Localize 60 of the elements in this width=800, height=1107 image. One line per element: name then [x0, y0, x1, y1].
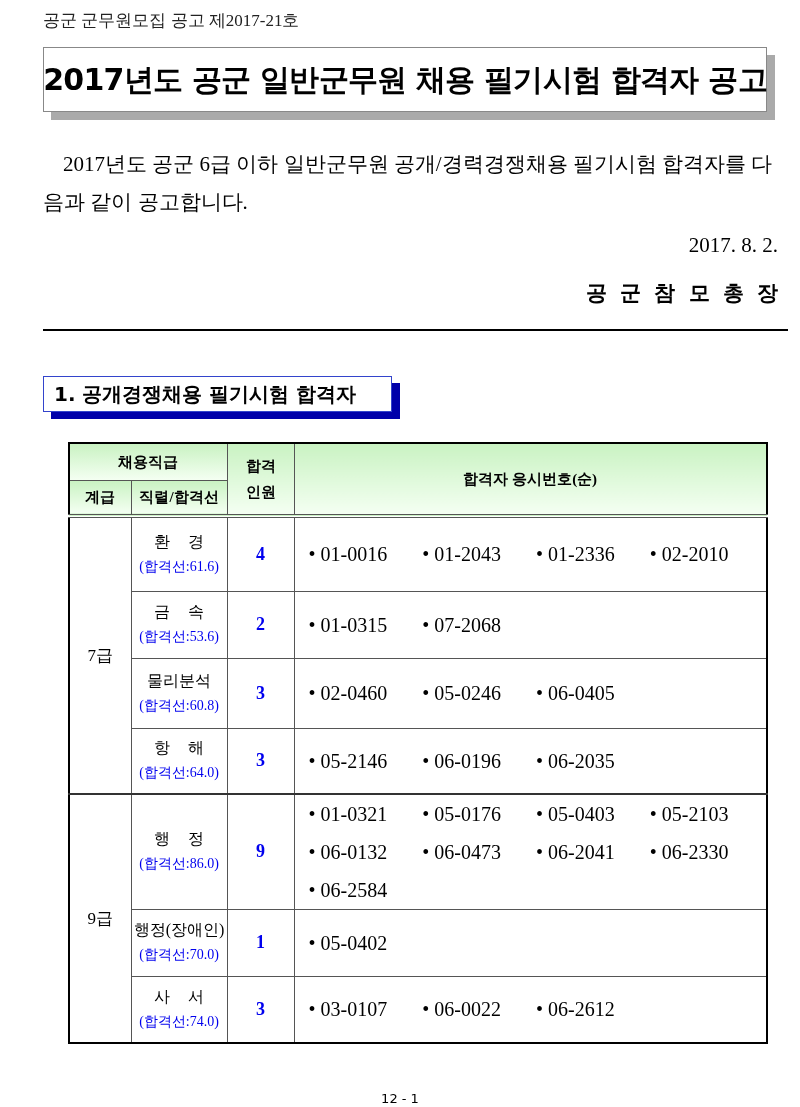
- table-header-cell: 합격자 응시번호(순): [294, 443, 767, 516]
- signatory: 공 군 참 모 총 장: [585, 281, 778, 305]
- job-series: 사 서: [154, 987, 204, 1005]
- job-series: 행 정: [154, 830, 204, 848]
- section-heading: 1. 공개경쟁채용 필기시험 합격자: [54, 381, 357, 408]
- announcement-paragraph: 2017년도 공군 6급 이하 일반군무원 공개/경력경쟁채용 필기시험 합격자를 다음과 같이 공고합니다.: [43, 151, 774, 216]
- passer-count: 1: [256, 932, 265, 952]
- passer-count: 4: [256, 543, 265, 564]
- passing-score: (합격선:61.6): [139, 558, 219, 574]
- exam-number: • 01-0321: [308, 802, 388, 825]
- job-series: 물리분석: [147, 671, 211, 689]
- passer-count: 3: [256, 998, 265, 1019]
- job-series: 환 경: [154, 532, 204, 550]
- passer-count: 2: [256, 614, 265, 634]
- exam-number: • 01-0016: [308, 543, 388, 566]
- job-series: 행정(장애인): [133, 921, 225, 938]
- job-series: 항 해: [154, 739, 204, 757]
- exam-number: • 06-0132: [308, 840, 388, 863]
- notice-number: 공군 군무원모집 공고 제2017-21호: [43, 11, 300, 30]
- exam-number: • 06-0405: [536, 682, 615, 704]
- exam-number: • 07-2068: [422, 613, 501, 636]
- exam-number: • 06-2612: [536, 998, 615, 1021]
- passer-count: 9: [256, 841, 265, 862]
- table-header-cell: 계급: [69, 480, 131, 516]
- exam-number: • 05-0402: [308, 931, 388, 954]
- table-header-cell: 합격 인원: [227, 443, 294, 516]
- page-number: 12 - 1: [381, 1091, 419, 1106]
- exam-number: • 06-0473: [422, 840, 501, 863]
- exam-number: • 02-2010: [649, 543, 729, 566]
- exam-number: • 06-2584: [308, 878, 388, 901]
- passer-count: 3: [256, 750, 265, 771]
- exam-number: • 01-2043: [422, 543, 501, 566]
- passer-count: 3: [256, 682, 265, 703]
- exam-number: • 01-2336: [536, 543, 615, 566]
- table-header-cell: 채용직급: [69, 443, 227, 480]
- passing-score: (합격선:86.0): [139, 856, 219, 872]
- exam-number: • 06-0196: [422, 749, 501, 772]
- passing-score: (합격선:53.6): [139, 629, 219, 644]
- exam-number: • 05-2103: [649, 802, 729, 825]
- grade-label: 9급: [87, 908, 113, 928]
- exam-number: • 02-0460: [308, 682, 388, 704]
- passing-score: (합격선:64.0): [139, 765, 219, 781]
- title: 2017년도 공군 일반군무원 채용 필기시험 합격자 공고: [43, 61, 767, 99]
- passing-score: (합격선:60.8): [139, 697, 219, 713]
- exam-number: • 03-0107: [308, 998, 388, 1021]
- job-series: 금 속: [154, 603, 204, 620]
- table-header-cell: 직렬/합격선: [131, 480, 227, 516]
- exam-number: • 05-0246: [422, 682, 501, 704]
- grade-label: 7급: [87, 645, 113, 665]
- exam-number: • 06-2035: [536, 749, 615, 772]
- exam-number: • 05-0403: [536, 802, 615, 825]
- exam-number: • 01-0315: [308, 613, 388, 636]
- passing-score: (합격선:74.0): [139, 1013, 219, 1029]
- exam-number: • 06-0022: [422, 998, 501, 1021]
- exam-number: • 06-2041: [536, 840, 615, 863]
- date: 2017. 8. 2.: [688, 233, 778, 257]
- exam-number: • 06-2330: [649, 840, 729, 863]
- exam-number: • 05-2146: [308, 749, 388, 772]
- exam-number: • 05-0176: [422, 802, 501, 825]
- passing-score: (합격선:70.0): [139, 947, 219, 962]
